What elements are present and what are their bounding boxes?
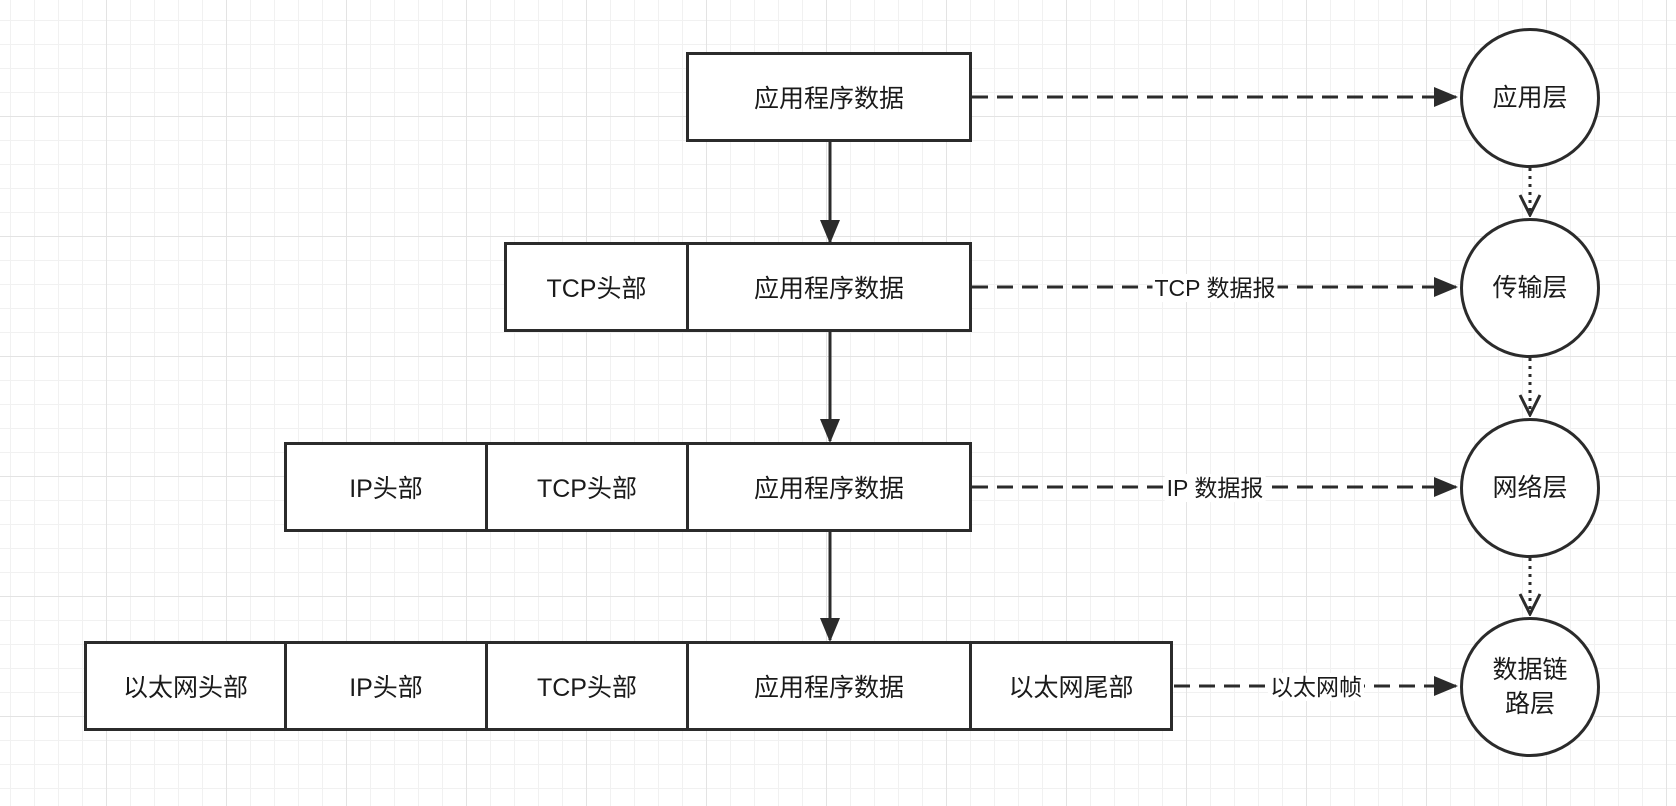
layer-data-link: 数据链路层 xyxy=(1460,617,1600,757)
layer-application: 应用层 xyxy=(1460,28,1600,168)
ethernet-header-box: 以太网头部 xyxy=(84,641,287,731)
tcp-header-box-row3: TCP头部 xyxy=(485,442,689,532)
app-data-box-row4: 应用程序数据 xyxy=(686,641,972,731)
layer-transport-label: 传输层 xyxy=(1492,274,1568,302)
layer-transport: 传输层 xyxy=(1460,218,1600,358)
ip-header-box-row4: IP头部 xyxy=(284,641,488,731)
layer-data-link-label: 数据链路层 xyxy=(1492,656,1568,718)
edge-label-ip-datagram: IP 数据报 xyxy=(1164,474,1266,502)
edge-label-ethernet-frame: 以太网帧 xyxy=(1268,673,1364,701)
app-data-box-row3: 应用程序数据 xyxy=(686,442,972,532)
ethernet-trailer-box: 以太网尾部 xyxy=(969,641,1173,731)
tcp-header-box-row4: TCP头部 xyxy=(485,641,689,731)
app-data-box-row2: 应用程序数据 xyxy=(686,242,972,332)
layer-application-label: 应用层 xyxy=(1492,84,1568,112)
edge-label-tcp-datagram: TCP 数据报 xyxy=(1152,274,1278,302)
ip-header-box-row3: IP头部 xyxy=(284,442,488,532)
layer-network-label: 网络层 xyxy=(1492,474,1568,502)
layer-network: 网络层 xyxy=(1460,418,1600,558)
tcp-header-box-row2: TCP头部 xyxy=(504,242,689,332)
app-data-box-row1: 应用程序数据 xyxy=(686,52,972,142)
